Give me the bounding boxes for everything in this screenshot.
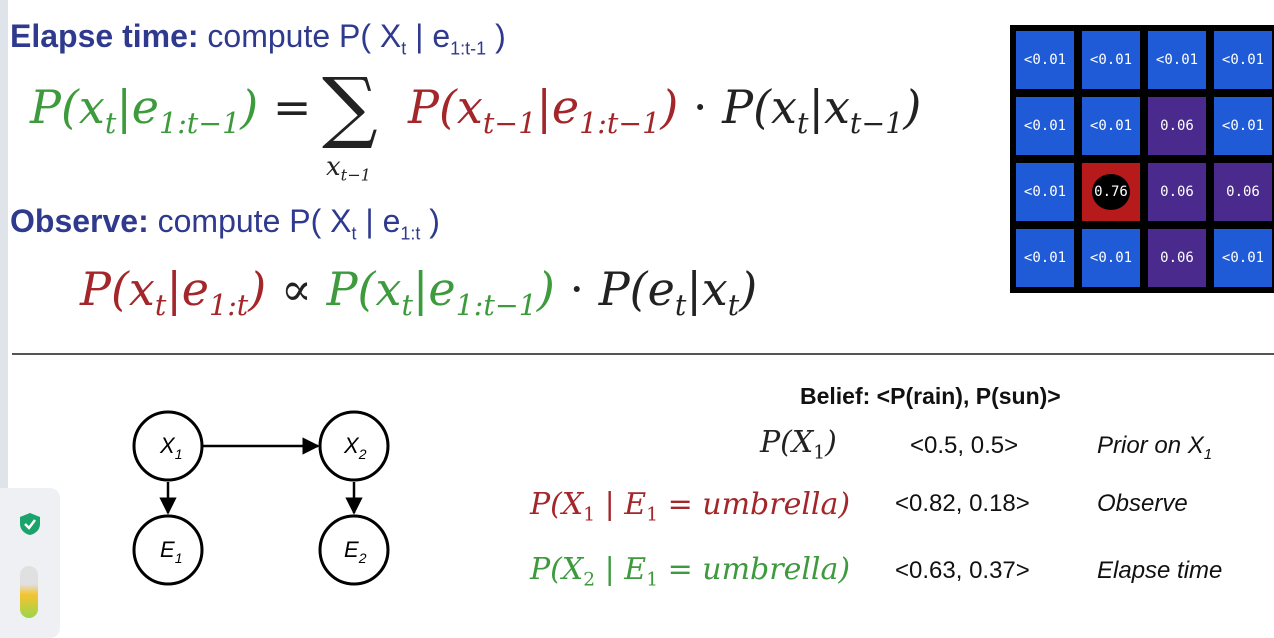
grid-cell: <0.01: [1214, 97, 1272, 155]
row-prior-value: <0.5, 0.5>: [910, 432, 1019, 459]
elapse-text-post: ): [486, 18, 506, 54]
elapse-sub-range: 1:t-1: [450, 38, 487, 59]
sum-subscript: xt−1: [326, 152, 371, 185]
grid-cell: <0.01: [1082, 229, 1140, 287]
battery-level-icon: [20, 566, 38, 618]
shield-check-icon[interactable]: [18, 512, 42, 536]
node-x1-label: X1: [159, 433, 182, 462]
observe-text-post: ): [420, 203, 440, 239]
grid-cell: 0.06: [1148, 163, 1206, 221]
grid-cell: <0.01: [1082, 31, 1140, 89]
node-e1-label: E1: [160, 537, 182, 566]
row-elapse-value: <0.63, 0.37>: [895, 557, 1030, 584]
node-x2: [318, 410, 390, 482]
node-e2-label: E2: [344, 537, 367, 566]
left-edge-bar: [0, 0, 8, 638]
grid-cell: <0.01: [1016, 163, 1074, 221]
observe-sub-t: t: [351, 223, 357, 244]
grid-cell: <0.01: [1082, 97, 1140, 155]
grid-cell: <0.01: [1016, 229, 1074, 287]
elapse-heading: Elapse time: compute P( Xt | e1:t-1 ): [10, 18, 506, 59]
grid-cell: <0.01: [1016, 31, 1074, 89]
elapse-equation-lhs: P(xt|e1:t−1) =: [30, 80, 312, 140]
row-elapse-expr: P(X2 | E1 = umbrella): [530, 552, 851, 591]
elapse-text-pre: compute P( X: [198, 18, 402, 54]
grid-cell: <0.01: [1148, 31, 1206, 89]
elapse-label: Elapse time:: [10, 18, 199, 54]
row-observe-value: <0.82, 0.18>: [895, 490, 1030, 517]
elapse-equation-rhs: P(xt−1|e1:t−1) · P(xt|xt−1): [408, 80, 922, 140]
node-x2-label: X2: [343, 433, 367, 462]
node-e2: [318, 514, 390, 586]
grid-cell: <0.01: [1214, 229, 1272, 287]
grid-cell: <0.01: [1016, 97, 1074, 155]
grid-cell: 0.06: [1148, 229, 1206, 287]
belief-title: Belief: <P(rain), P(sun)>: [800, 383, 1061, 409]
row-prior-expr: P(X1): [760, 425, 837, 464]
row-prior-note: Prior on X1: [1097, 432, 1213, 463]
grid-cell: 0.06: [1148, 97, 1206, 155]
observe-sub-range: 1:t: [400, 223, 421, 244]
node-x1: [132, 410, 204, 482]
elapse-text-mid: | e: [406, 18, 451, 54]
grid-cell: <0.01: [1214, 31, 1272, 89]
node-e1: [132, 514, 204, 586]
row-observe-note: Observe: [1097, 490, 1188, 517]
observe-equation: P(xt|e1:t) ∝ P(xt|e1:t−1) · P(et|xt): [80, 262, 758, 322]
row-observe-expr: P(X1 | E1 = umbrella): [530, 487, 851, 526]
observe-heading: Observe: compute P( Xt | e1:t ): [10, 203, 440, 244]
section-divider: [12, 353, 1274, 355]
observe-text-mid: | e: [356, 203, 401, 239]
observe-text-pre: compute P( X: [148, 203, 352, 239]
observe-label: Observe:: [10, 203, 149, 239]
grid-cell: 0.06: [1214, 163, 1272, 221]
sum-symbol: ∑: [322, 62, 378, 152]
elapse-sub-t: t: [401, 38, 407, 59]
grid-cell: 0.76: [1082, 163, 1140, 221]
hmm-network-diagram: X1 X2 E1 E2: [132, 410, 390, 586]
row-elapse-note: Elapse time: [1097, 557, 1223, 584]
